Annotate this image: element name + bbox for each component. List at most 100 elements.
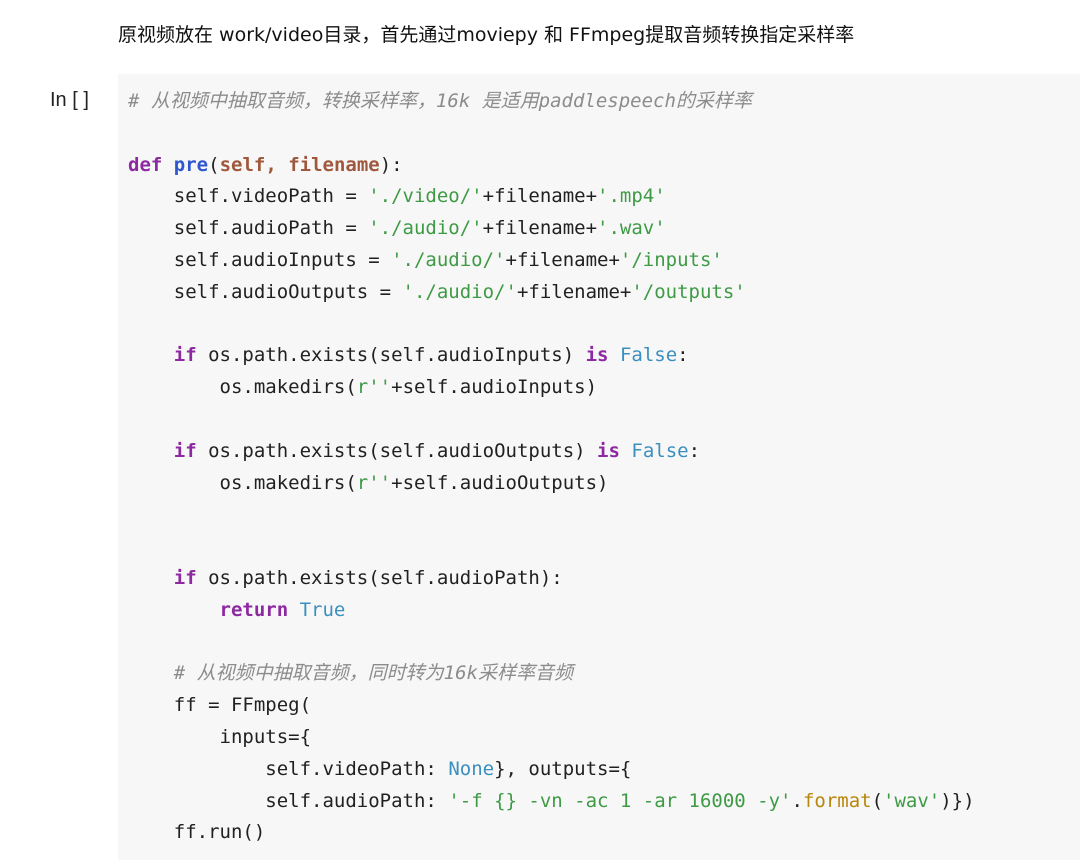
colon: : — [677, 344, 689, 367]
code-line: if os.path.exists(self.audioInputs) is F… — [128, 340, 1080, 372]
param-self: self — [219, 153, 266, 176]
code-line-blank — [128, 627, 1080, 659]
string-literal: './video/' — [368, 185, 483, 208]
param-filename: filename — [288, 153, 380, 176]
code-line: return True — [128, 595, 1080, 627]
code-line-blank — [128, 309, 1080, 341]
markdown-cell-text: 原视频放在 work/video目录，首先通过moviepy 和 FFmpeg提… — [118, 24, 855, 46]
indent — [128, 821, 174, 843]
code-text: self.audioPath = — [173, 217, 369, 240]
cell-prompt: In [ ] — [50, 89, 89, 111]
code-line: # 从视频中抽取音频，同时转为16k采样率音频 — [128, 658, 1080, 690]
code-text: os.path.exists(self.audioInputs) — [196, 344, 586, 367]
code-text: os.makedirs( — [219, 376, 357, 399]
paren: ( — [871, 789, 884, 812]
code-line: self.videoPath: None}, outputs={ — [128, 754, 1080, 786]
code-line-blank — [128, 499, 1080, 531]
keyword-def: def — [128, 153, 163, 176]
code-line-blank — [128, 531, 1080, 563]
paren: ( — [208, 153, 220, 176]
code-text: os.path.exists(self.audioPath): — [196, 566, 563, 589]
paren-close: ): — [379, 153, 403, 176]
code-text: ff = FFmpeg( — [173, 694, 312, 717]
code-line: self.audioPath = './audio/'+filename+'.w… — [128, 213, 1080, 245]
code-text: +filename+ — [516, 280, 632, 303]
string-literal: './audio/' — [368, 217, 483, 240]
code-text: os.makedirs( — [219, 471, 357, 494]
method-format: format — [802, 789, 872, 812]
builtin-true: True — [299, 598, 346, 621]
keyword-if: if — [173, 344, 197, 367]
code-line: os.makedirs(r''+self.audioOutputs) — [128, 468, 1080, 500]
code-text: os.path.exists(self.audioOutputs) — [196, 439, 598, 462]
indent — [128, 758, 265, 780]
code-text: )}) — [940, 789, 975, 812]
space — [288, 599, 299, 621]
indent — [128, 567, 174, 589]
string-literal: r'' — [356, 471, 392, 494]
code-cell-editor[interactable]: # 从视频中抽取音频，转换采样率，16k 是适用paddlespeech的采样率… — [118, 74, 1080, 860]
space — [620, 440, 631, 462]
code-line: if os.path.exists(self.audioPath): — [128, 563, 1080, 595]
indent — [128, 726, 220, 748]
code-text: +self.audioOutputs) — [391, 471, 609, 494]
code-comment: # 从视频中抽取音频，转换采样率，16k 是适用paddlespeech的采样率 — [128, 90, 752, 112]
keyword-if: if — [173, 439, 197, 462]
param-comma: , — [265, 153, 289, 176]
indent — [128, 440, 174, 462]
code-text: self.audioInputs = — [173, 248, 392, 271]
dot: . — [791, 789, 803, 812]
code-text: +self.audioInputs) — [391, 376, 598, 399]
code-line-blank — [128, 404, 1080, 436]
keyword-is: is — [585, 344, 609, 367]
code-text: self.audioOutputs = — [173, 280, 403, 303]
keyword-is: is — [597, 439, 620, 462]
code-line: ff.run() — [128, 817, 1080, 849]
code-text: +filename+ — [482, 185, 598, 208]
indent — [128, 217, 174, 239]
keyword-return: return — [219, 598, 289, 621]
space — [608, 344, 619, 366]
indent — [128, 662, 174, 684]
code-text: ff.run() — [173, 821, 266, 844]
code-line: if os.path.exists(self.audioOutputs) is … — [128, 436, 1080, 468]
indent — [128, 472, 220, 494]
builtin-none: None — [448, 757, 495, 780]
colon: : — [688, 439, 701, 462]
string-literal: '.mp4' — [597, 185, 666, 208]
code-line-blank — [128, 118, 1080, 150]
code-text: self.videoPath: — [265, 757, 449, 780]
code-line: self.audioInputs = './audio/'+filename+'… — [128, 245, 1080, 277]
string-literal: './audio/' — [391, 248, 506, 271]
string-literal: '-f {} -vn -ac 1 -ar 16000 -y' — [448, 789, 792, 812]
code-line: def pre(self, filename): — [128, 150, 1080, 182]
code-comment: # 从视频中抽取音频，同时转为16k采样率音频 — [173, 662, 573, 685]
code-line: # 从视频中抽取音频，转换采样率，16k 是适用paddlespeech的采样率 — [128, 86, 1080, 118]
builtin-false: False — [619, 344, 678, 367]
code-text: inputs={ — [219, 725, 312, 748]
code-text: +filename+ — [505, 248, 620, 271]
indent — [128, 694, 174, 716]
code-text: self.audioPath: — [265, 789, 449, 812]
indent — [128, 376, 220, 398]
indent — [128, 344, 174, 366]
code-line: self.videoPath = './video/'+filename+'.m… — [128, 181, 1080, 213]
string-literal: r'' — [356, 376, 392, 399]
string-literal: '.wav' — [597, 217, 666, 240]
code-line: inputs={ — [128, 722, 1080, 754]
code-line: ff = FFmpeg( — [128, 690, 1080, 722]
function-name: pre — [173, 153, 209, 176]
code-line: self.audioPath: '-f {} -vn -ac 1 -ar 160… — [128, 786, 1080, 818]
string-literal: 'wav' — [883, 789, 941, 812]
indent — [128, 281, 174, 303]
code-text: }, outputs={ — [494, 757, 632, 780]
string-literal: '/inputs' — [619, 248, 723, 271]
indent — [128, 599, 220, 621]
code-text: +filename+ — [482, 217, 598, 240]
code-line: self.audioOutputs = './audio/'+filename+… — [128, 277, 1080, 309]
builtin-false: False — [631, 439, 689, 462]
code-text: self.videoPath = — [173, 185, 369, 208]
indent — [128, 185, 174, 207]
indent — [128, 249, 174, 271]
keyword-if: if — [173, 566, 197, 589]
